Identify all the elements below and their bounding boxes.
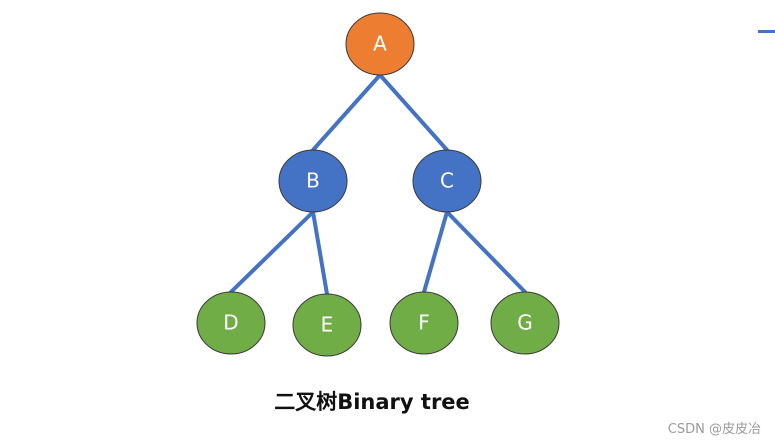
node-circle-b bbox=[278, 149, 348, 213]
tree-node-b: B bbox=[278, 149, 348, 213]
node-label-e: E bbox=[321, 313, 334, 337]
edge-b-d bbox=[229, 210, 315, 294]
tree-node-d: D bbox=[196, 291, 266, 355]
figure-caption: 二叉树Binary tree bbox=[274, 390, 470, 414]
tree-node-c: C bbox=[412, 149, 482, 213]
nodes-layer: A B C D E F G bbox=[196, 12, 560, 357]
node-label-d: D bbox=[223, 311, 238, 335]
node-label-g: G bbox=[517, 311, 533, 335]
watermark: CSDN @皮皮冶 bbox=[667, 422, 761, 437]
edge-a-b bbox=[311, 73, 382, 152]
node-label-c: C bbox=[440, 169, 454, 193]
node-label-b: B bbox=[306, 169, 320, 193]
node-label-a: A bbox=[373, 32, 387, 56]
tree-node-f: F bbox=[389, 291, 459, 355]
corner-mark bbox=[758, 30, 775, 33]
tree-node-g: G bbox=[490, 291, 560, 355]
tree-node-a: A bbox=[345, 12, 415, 76]
edge-b-e bbox=[311, 210, 329, 296]
node-circle-g bbox=[490, 291, 560, 355]
edges-layer bbox=[229, 73, 527, 296]
edge-a-c bbox=[378, 73, 449, 152]
node-circle-c bbox=[412, 149, 482, 213]
node-circle-f bbox=[389, 291, 459, 355]
edge-c-f bbox=[422, 210, 449, 294]
node-circle-d bbox=[196, 291, 266, 355]
tree-node-e: E bbox=[292, 293, 362, 357]
edge-c-g bbox=[445, 210, 527, 294]
node-label-f: F bbox=[418, 311, 430, 335]
node-circle-e bbox=[292, 293, 362, 357]
node-circle-a bbox=[345, 12, 415, 76]
